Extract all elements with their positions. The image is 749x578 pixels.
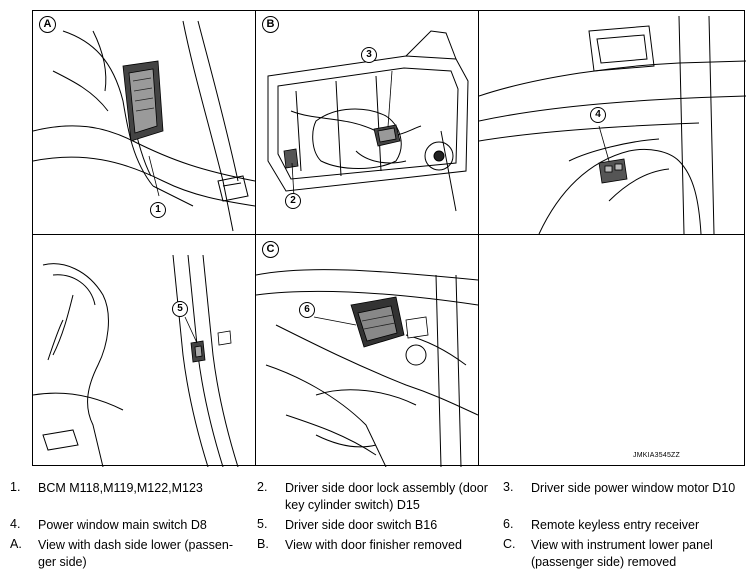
panel-b-letter: B [262, 16, 279, 33]
legend-num-2: 2. [257, 480, 268, 494]
legend-text-c2: (passenger side) removed [531, 555, 677, 569]
legend-num-4: 4. [10, 517, 21, 531]
panel-a-letter: A [39, 16, 56, 33]
panel-b-drawing [267, 30, 469, 212]
panel-door-switch: 5 [33, 235, 255, 467]
legend-text-6: Remote keyless entry receiver [531, 518, 700, 532]
panel-divider-h [33, 234, 744, 235]
panel-a-drawing [33, 20, 255, 232]
panel-switch-drawing [479, 15, 746, 234]
legend-text-3: Driver side power window motor D10 [531, 481, 736, 495]
legend-text-b: View with door finisher removed [285, 538, 462, 552]
legend-text-2a: Driver side door lock assembly (door [285, 481, 488, 495]
callout-2: 2 [285, 193, 301, 209]
legend-text-4: Power window main switch D8 [38, 518, 207, 532]
legend-num-b: B. [257, 537, 269, 551]
panel-divider-v2 [478, 11, 479, 465]
panel-door-switch-drawing [33, 254, 239, 467]
legend-num-3: 3. [503, 480, 514, 494]
callout-4: 4 [590, 107, 606, 123]
legend-num-1: 1. [10, 480, 21, 494]
panel-c-letter: C [262, 241, 279, 258]
legend-text-a1: View with dash side lower (passen- [38, 538, 234, 552]
image-code: JMKIA3545ZZ [633, 452, 680, 459]
callout-5: 5 [172, 301, 188, 317]
legend-text-a2: ger side) [38, 555, 87, 569]
legend-num-c: C. [503, 537, 516, 551]
component-location-figure: A 1 B 3 [32, 10, 746, 467]
panel-c-instrument-lower: C 6 [256, 235, 478, 467]
legend-text-2b: key cylinder switch) D15 [285, 498, 420, 512]
panel-c-drawing [256, 269, 478, 467]
legend-num-5: 5. [257, 517, 268, 531]
legend-text-1: BCM M118,M119,M122,M123 [38, 481, 203, 495]
panel-b-door: B 3 2 [256, 11, 478, 234]
callout-1: 1 [150, 202, 166, 218]
callout-6: 6 [299, 302, 315, 318]
panel-a-dash-side: A 1 [33, 11, 255, 234]
legend-text-5: Driver side door switch B16 [285, 518, 438, 532]
panel-window-switch: 4 [479, 11, 746, 234]
callout-3: 3 [361, 47, 377, 63]
panel-divider-v1 [255, 11, 256, 465]
legend-num-a: A. [10, 537, 22, 551]
legend-num-6: 6. [503, 517, 514, 531]
legend-text-c1: View with instrument lower panel [531, 538, 713, 552]
